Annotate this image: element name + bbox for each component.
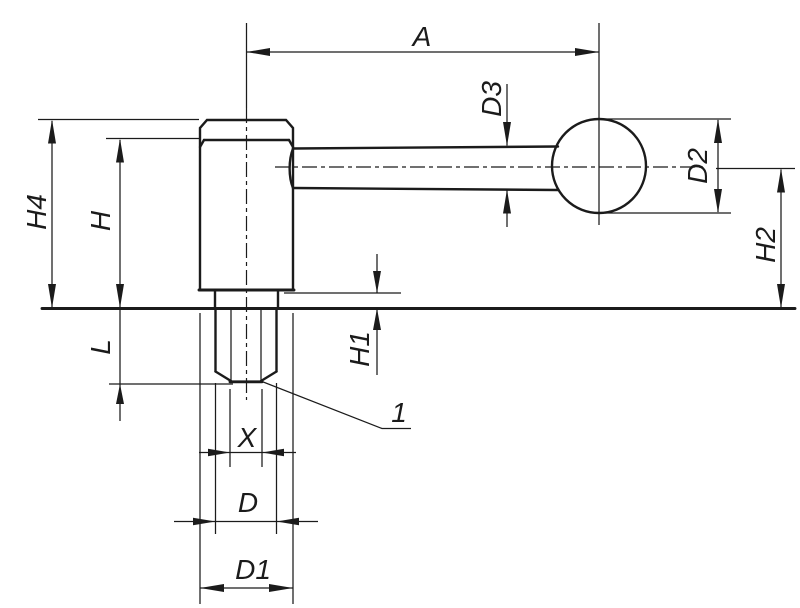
arrow-d-right-outside	[193, 517, 216, 526]
arrowhead-group	[48, 48, 785, 592]
dim-label-a: A	[411, 21, 432, 52]
dim-label-d1: D1	[235, 554, 271, 585]
stud-chamfer-left	[214, 370, 233, 383]
dim-label-h4: H4	[21, 194, 52, 230]
arrow-l-up-outside	[116, 384, 124, 404]
arrow-a-right	[575, 48, 599, 56]
dim-label-l: L	[85, 339, 116, 355]
callout-label-1: 1	[391, 397, 407, 428]
cap-joint-chamfer-left	[198, 138, 206, 149]
arrow-d-left-outside	[276, 517, 299, 526]
arrow-h4-up	[48, 119, 56, 144]
arrow-h4-down	[48, 284, 56, 308]
dim-label-h2: H2	[750, 227, 781, 263]
arrow-h-l-shared-down	[116, 284, 124, 308]
dim-label-d3: D3	[476, 81, 507, 117]
dim-label-d2: D2	[682, 148, 713, 184]
leader-line-item1	[261, 380, 411, 430]
dimension-label-group: A D3 D2 H2 H4 H L H1 X D D1 1	[21, 21, 781, 585]
part-outline-group	[40, 117, 797, 384]
arrow-h2-up	[777, 168, 785, 193]
arrow-d3-up	[503, 189, 511, 214]
arrow-d1-left	[200, 584, 224, 592]
dim-label-h: H	[85, 210, 116, 231]
handle-rod-top-edge	[292, 145, 560, 150]
arrow-h1-up-outside	[373, 308, 381, 330]
arrow-h1-down-outside	[373, 271, 381, 293]
cap-joint-chamfer-right	[287, 138, 295, 149]
handle-rod-bottom-edge	[292, 186, 560, 192]
dim-label-x: X	[237, 422, 258, 453]
arrow-d3-down	[503, 122, 511, 146]
centerline-group	[245, 23, 706, 400]
arrow-d2-down	[714, 189, 722, 213]
dim-label-h1: H1	[344, 331, 375, 367]
dimension-line-group	[38, 51, 795, 604]
arrow-x-right-outside	[208, 448, 230, 457]
arrow-x-left-outside	[262, 448, 284, 457]
arrow-a-left	[246, 48, 270, 56]
arrow-h2-down	[777, 284, 785, 308]
arrow-h-up	[116, 138, 124, 163]
arrow-d1-right	[269, 584, 293, 592]
dim-label-d: D	[238, 487, 258, 518]
stud-chamfer-right	[259, 370, 278, 383]
arrow-d2-up	[714, 119, 722, 143]
